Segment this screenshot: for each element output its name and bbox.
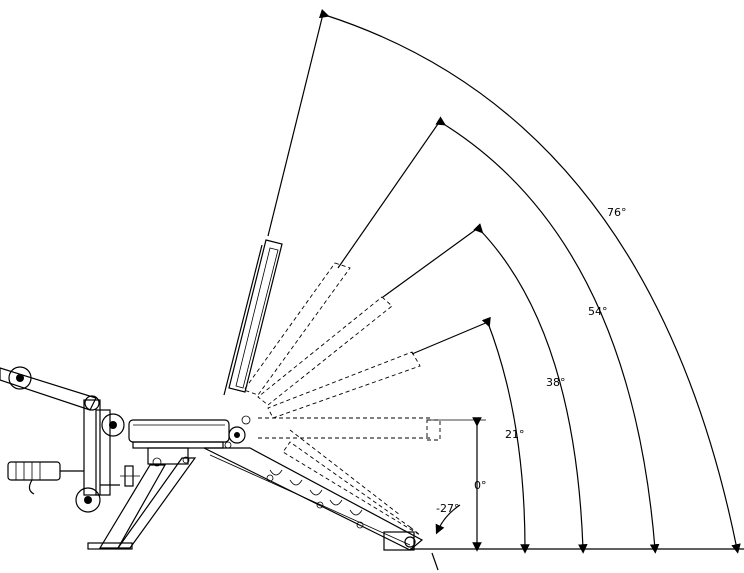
arc-neg27 — [435, 504, 461, 535]
arc-76 — [318, 8, 741, 554]
neg27-lower-tick — [431, 552, 439, 571]
arc-38 — [473, 223, 588, 554]
front-legs — [87, 447, 197, 550]
arc-54 — [435, 116, 660, 554]
angle-rays — [267, 13, 489, 355]
label-neg27: -27° — [436, 502, 459, 515]
curl-handle — [7, 461, 84, 495]
arc-21 — [481, 316, 530, 554]
leg-hold-post — [75, 399, 125, 513]
hinge-cluster — [224, 415, 251, 449]
label-54: 54° — [588, 305, 608, 318]
label-76: 76° — [607, 206, 627, 219]
backrest-positions-dashed — [243, 262, 441, 536]
label-38: 38° — [546, 376, 566, 389]
label-0: 0° — [474, 479, 487, 492]
ray-76 — [267, 13, 324, 237]
ray-21 — [411, 321, 489, 355]
backrest-upright — [223, 239, 283, 396]
adjustment-knob — [120, 465, 140, 487]
ray-38 — [382, 227, 479, 298]
leg-extension-arm — [0, 366, 100, 411]
angle-arcs — [318, 8, 741, 571]
label-21: 21° — [505, 428, 525, 441]
bench-frame — [203, 447, 424, 551]
seat-pad — [128, 419, 230, 449]
ray-54 — [337, 120, 441, 269]
